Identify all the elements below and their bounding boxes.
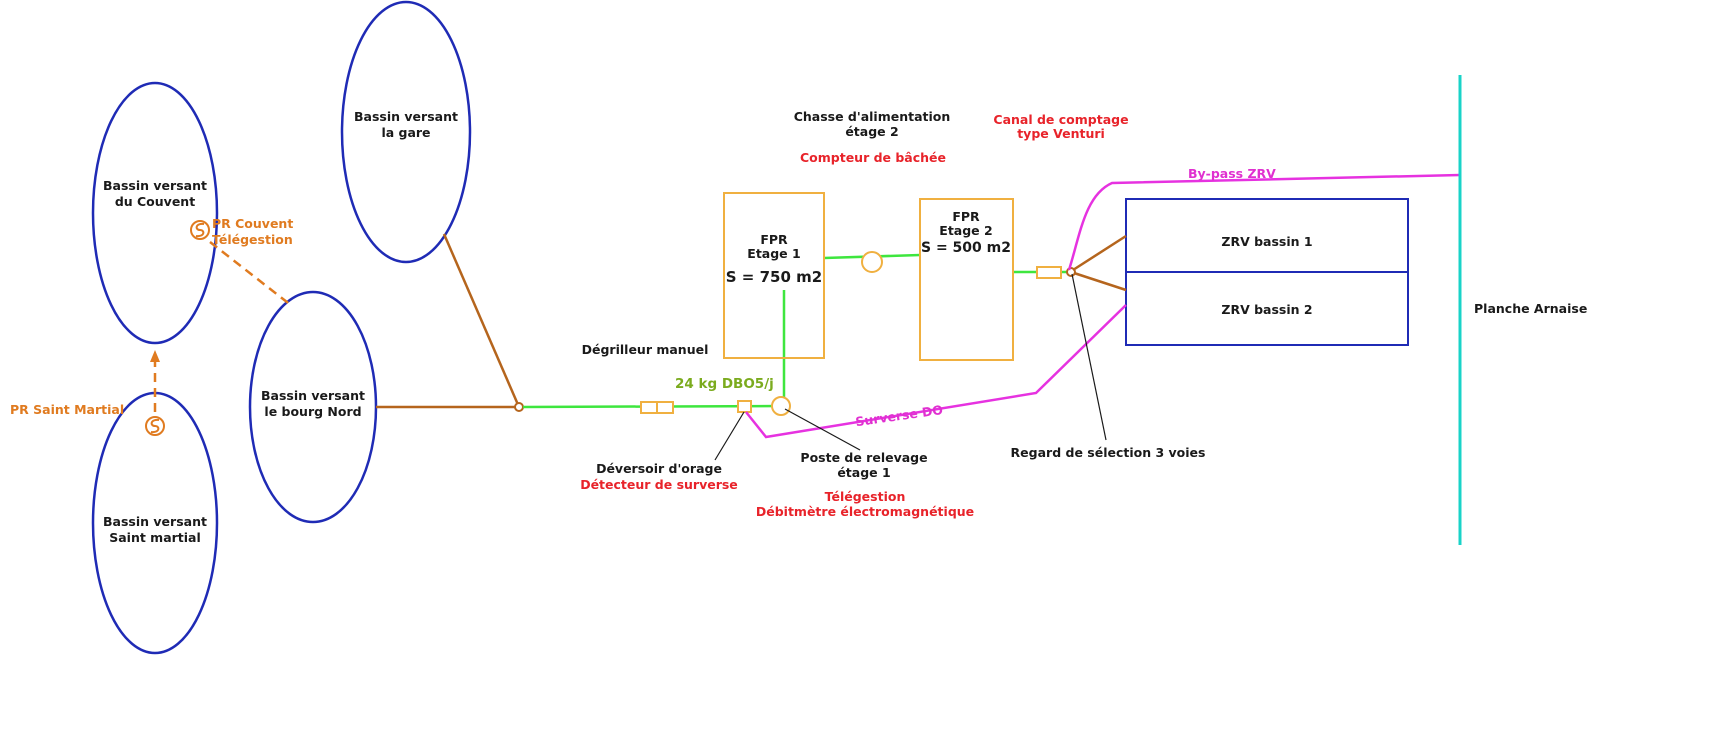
label-chasse-line1: Chasse d'alimentation [794, 109, 951, 124]
fpr-stage2: FPR Etage 2 S = 500 m2 [919, 198, 1014, 361]
label-canal-line2: type Venturi [1017, 126, 1105, 141]
label-debitmetre: Débitmètre électromagnétique [756, 504, 974, 519]
fpr-stage2-box [919, 198, 1014, 361]
leader-regard [1071, 273, 1107, 441]
label-load: 24 kg DBO5/j [675, 376, 774, 392]
pipe-regard-to-zrv2 [1073, 271, 1127, 292]
fpr-stage2-line2: Etage 2 [939, 223, 992, 238]
label-poste-line1: Poste de relevage [800, 450, 927, 465]
fpr-stage1-box [723, 192, 825, 359]
dashed-link-couvent [209, 241, 293, 307]
basin-saint-martial-line2: Saint martial [109, 530, 201, 545]
fpr-stage2-line3: S = 500 m2 [921, 240, 1011, 256]
pump-station-couvent-icon [190, 220, 210, 240]
basin-bourg-nord: Bassin versant le bourg Nord [248, 290, 378, 524]
basin-saint-martial-line1: Bassin versant [103, 514, 207, 529]
compteur-symbol [861, 251, 883, 273]
basin-gare-outline [340, 0, 472, 264]
label-telegestion: Télégestion [825, 489, 906, 504]
fpr-stage1-line3: S = 750 m2 [726, 268, 822, 286]
leader-poste [784, 408, 861, 451]
zrv-basin2-label: ZRV bassin 2 [1221, 302, 1312, 317]
label-poste-line2: étage 1 [837, 465, 890, 480]
junction-node-inlet [514, 402, 524, 412]
pipe-gare-to-junction [442, 233, 521, 408]
basin-couvent-line1: Bassin versant [103, 178, 207, 193]
label-detecteur: Détecteur de surverse [580, 477, 738, 492]
river-label: Planche Arnaise [1474, 301, 1587, 316]
zrv-basin1-label: ZRV bassin 1 [1221, 234, 1312, 249]
basin-couvent-line2: du Couvent [115, 194, 195, 209]
label-compteur: Compteur de bâchée [800, 150, 946, 165]
label-surverse: Surverse DO [854, 402, 943, 429]
label-deversoir: Déversoir d'orage [596, 461, 722, 476]
fpr-stage1: FPR Etage 1 S = 750 m2 [723, 192, 825, 359]
label-degrilleur: Dégrilleur manuel [582, 342, 709, 357]
pump-station-saint-martial-label: PR Saint Martial [10, 402, 124, 417]
fpr-stage1-line2: Etage 1 [747, 246, 800, 261]
pump-station-saint-martial-icon [145, 416, 165, 436]
label-chasse-line2: étage 2 [845, 124, 898, 139]
basin-bourg-nord-line2: le bourg Nord [264, 404, 361, 419]
pipe-regard-to-zrv1 [1072, 234, 1127, 272]
pump-station-couvent-remote: Télégestion [212, 232, 293, 247]
label-bypass: By-pass ZRV [1188, 166, 1276, 181]
pipe-bypass-zrv [1067, 173, 1461, 271]
basin-couvent: Bassin versant du Couvent [91, 81, 219, 345]
fpr-stage2-line1: FPR [952, 209, 980, 224]
leader-deversoir [714, 411, 745, 461]
label-regard: Regard de sélection 3 voies [1011, 445, 1206, 460]
arrowhead-saint-martial [150, 350, 160, 362]
basin-couvent-outline [91, 81, 219, 345]
pump-station-couvent-label: PR Couvent [212, 216, 293, 231]
label-canal-line1: Canal de comptage [993, 112, 1128, 127]
pipe-surverse-do [745, 304, 1127, 439]
basin-gare-line1: Bassin versant [354, 109, 458, 124]
venturi-symbol [1036, 266, 1062, 279]
basin-gare-line2: la gare [381, 125, 430, 140]
basin-bourg-nord-line1: Bassin versant [261, 388, 365, 403]
zrv-block: ZRV bassin 1 ZRV bassin 2 [1125, 198, 1409, 346]
basin-gare: Bassin versant la gare [340, 0, 472, 264]
fpr-stage1-line1: FPR [760, 232, 788, 247]
lift-station-symbol [771, 396, 791, 416]
deversoir-symbol [737, 400, 752, 413]
